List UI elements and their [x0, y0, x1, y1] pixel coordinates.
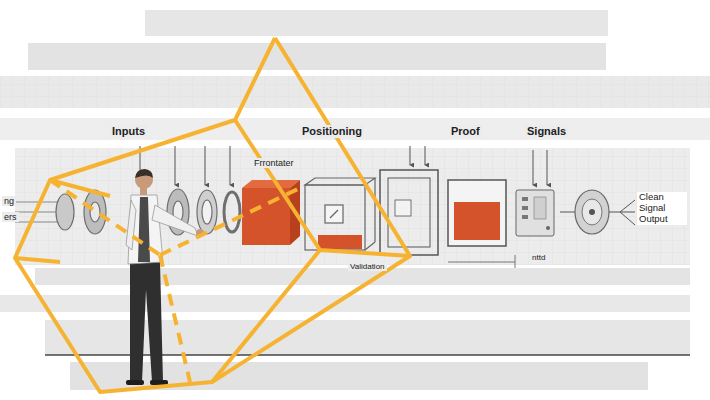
- part-label: Frrontater: [252, 158, 296, 168]
- part-label: ng: [2, 196, 16, 206]
- background-bands: [0, 10, 710, 390]
- output-disk: [560, 190, 635, 234]
- prism-outline: [15, 38, 410, 392]
- positioning-box: [305, 178, 375, 250]
- stage-note: nttd: [530, 253, 547, 262]
- stage-heading: Inputs: [110, 125, 147, 138]
- signal-panel: [516, 190, 554, 236]
- person-figure: [126, 169, 204, 385]
- proof-frame: [448, 180, 515, 268]
- stage-heading: Proof: [449, 125, 482, 138]
- stage-heading: Signals: [525, 125, 568, 138]
- output-label: Clean Signal Output: [637, 192, 687, 225]
- frame-box: [380, 170, 438, 255]
- part-label: ers: [2, 212, 19, 222]
- stage-heading: Positioning: [300, 125, 364, 138]
- stage-note: Validation: [348, 262, 387, 271]
